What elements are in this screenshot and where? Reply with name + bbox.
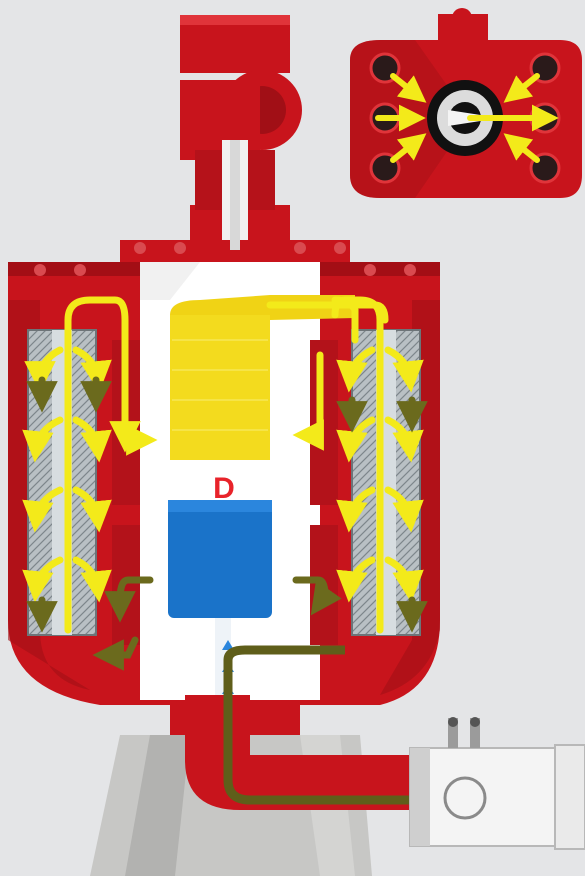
top-section-view-icon xyxy=(350,8,582,198)
center-label: D xyxy=(213,472,235,505)
dirty-fluid-chamber xyxy=(168,500,272,618)
outlet-valve xyxy=(410,717,585,849)
